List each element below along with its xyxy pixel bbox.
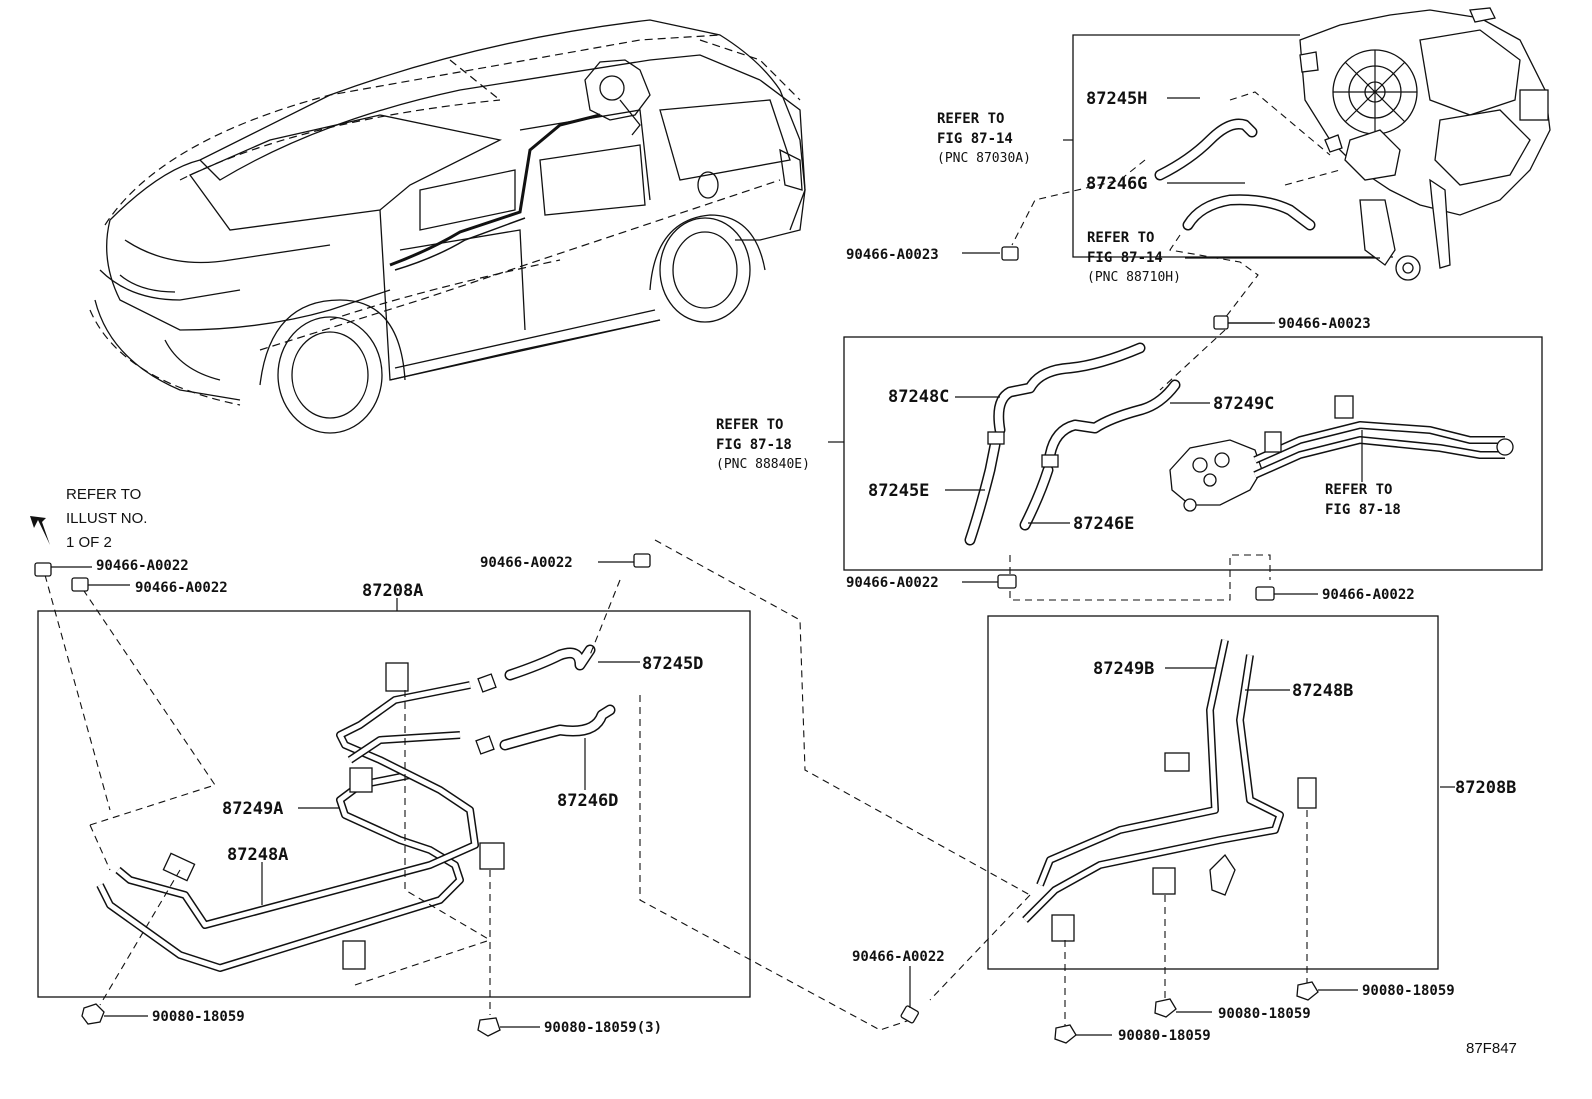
clip-icon xyxy=(1213,315,1229,330)
refer-illust-note: REFER TO xyxy=(66,486,141,503)
refer-pnc: (PNC 87030A) xyxy=(937,151,1031,166)
bolt-icon xyxy=(1154,998,1177,1018)
diagram-code: 87F847 xyxy=(1466,1040,1517,1057)
clip-label: 90466-A0022 xyxy=(96,558,189,574)
clip-icon xyxy=(900,1005,919,1024)
part-label-87249C: 87249C xyxy=(1213,394,1274,414)
part-label-87249A: 87249A xyxy=(222,799,283,819)
refer-label: REFER TO xyxy=(937,111,1004,127)
clip-icon xyxy=(1001,246,1019,261)
clip-icon xyxy=(34,562,52,577)
part-label-87245E: 87245E xyxy=(868,481,929,501)
labels: 87245H 87246G 87248C 87249C 87245E 87246… xyxy=(66,89,1517,1057)
part-label-87246D: 87246D xyxy=(557,791,618,811)
clip-label: 90466-A0022 xyxy=(852,949,945,965)
refer-pnc: (PNC 88710H) xyxy=(1087,270,1181,285)
part-label-87246E: 87246E xyxy=(1073,514,1134,534)
part-label-87245D: 87245D xyxy=(642,654,703,674)
arrow-up-left-icon xyxy=(30,516,50,545)
rear-pipe-group xyxy=(929,615,1455,1030)
front-pipe-group xyxy=(37,539,1031,1031)
refer-illust-note: 1 OF 2 xyxy=(66,534,112,551)
clip-icon xyxy=(1255,586,1275,601)
bolt-icon xyxy=(1054,1024,1077,1044)
bolt-label: 90080-18059(3) xyxy=(544,1020,662,1036)
part-label-87208B: 87208B xyxy=(1455,778,1516,798)
bolt-label: 90080-18059 xyxy=(1218,1006,1311,1022)
rear-heater-unit xyxy=(1169,395,1514,512)
refer-label: FIG 87-14 xyxy=(1087,250,1163,266)
clip-icon xyxy=(633,553,651,568)
bolt-label: 90080-18059 xyxy=(1118,1028,1211,1044)
clip-label: 90466-A0023 xyxy=(846,247,939,263)
part-label-87248A: 87248A xyxy=(227,845,288,865)
clip-label: 90466-A0022 xyxy=(1322,587,1415,603)
refer-pnc: (PNC 88840E) xyxy=(716,457,810,472)
bolt-icon xyxy=(1296,981,1319,1001)
bolt-icon xyxy=(477,1017,501,1037)
part-label-87246G: 87246G xyxy=(1086,174,1147,194)
refer-label: FIG 87-18 xyxy=(1325,502,1401,518)
refer-label: FIG 87-14 xyxy=(937,131,1013,147)
vehicle-illustration xyxy=(89,19,806,434)
mid-hose-group xyxy=(828,252,1543,601)
part-label-87208A: 87208A xyxy=(362,581,423,601)
part-label-87248B: 87248B xyxy=(1292,681,1353,701)
refer-label: REFER TO xyxy=(1087,230,1154,246)
bolt-label: 90080-18059 xyxy=(1362,983,1455,999)
clip-icon xyxy=(997,574,1017,589)
front-heater-unit xyxy=(1299,7,1551,281)
part-label-87249B: 87249B xyxy=(1093,659,1154,679)
clip-icon xyxy=(71,577,89,592)
part-label-87248C: 87248C xyxy=(888,387,949,407)
clip-label: 90466-A0022 xyxy=(846,575,939,591)
refer-label: FIG 87-18 xyxy=(716,437,792,453)
bolt-label: 90080-18059 xyxy=(152,1009,245,1025)
front-pipe-frame xyxy=(37,610,751,998)
clip-label: 90466-A0022 xyxy=(480,555,573,571)
clip-label: 90466-A0023 xyxy=(1278,316,1371,332)
rear-pipe-frame xyxy=(987,615,1439,970)
clip-label: 90466-A0022 xyxy=(135,580,228,596)
heater-unit-frame xyxy=(1072,34,1393,258)
bolt-icon xyxy=(81,1003,105,1025)
refer-illust-note: ILLUST NO. xyxy=(66,510,147,527)
mid-hose-frame xyxy=(843,336,1543,571)
refer-label: REFER TO xyxy=(1325,482,1392,498)
refer-label: REFER TO xyxy=(716,417,783,433)
part-label-87245H: 87245H xyxy=(1086,89,1147,109)
small-parts xyxy=(30,246,1358,1044)
heater-unit-group xyxy=(1011,7,1551,319)
